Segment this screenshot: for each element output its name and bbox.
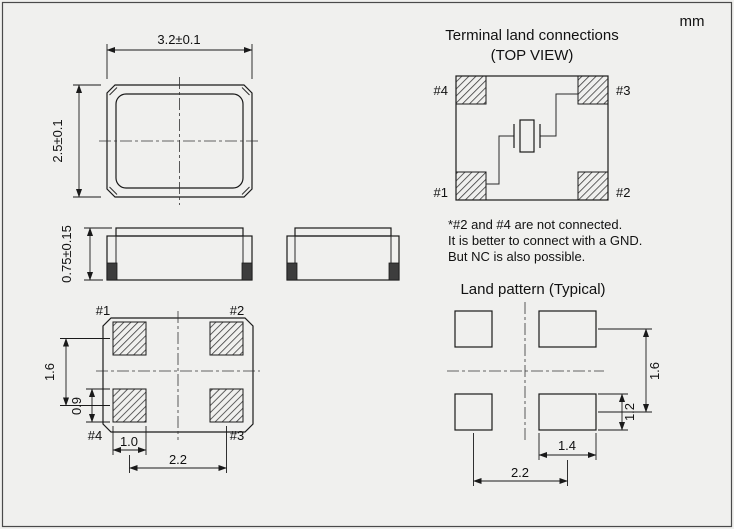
bottom-pad-1 (112, 321, 147, 356)
terminal-pad4-label: #4 (434, 83, 448, 98)
bottom-view-pad2-label: #2 (230, 303, 244, 318)
terminal-connections-subtitle: (TOP VIEW) (491, 47, 574, 64)
terminal-pad (286, 262, 298, 281)
package-side-view-short (286, 227, 400, 281)
terminal-pad3-label: #3 (616, 83, 630, 98)
terminal-pad-4 (455, 75, 487, 105)
side-view-thickness-dimension: 0.75±0.15 (59, 225, 112, 283)
land-pattern-title: Land pattern (Typical) (460, 281, 605, 298)
terminal-pad-3 (577, 75, 609, 105)
side-view-thickness-dim: 0.75±0.15 (59, 225, 74, 283)
bottom-pad-4 (112, 388, 147, 423)
land-pad-bottom-left (454, 393, 493, 431)
land-pattern-row-pitch-dim: 1.6 (647, 362, 662, 380)
package-side-view-long (106, 227, 253, 281)
terminal-note-line1: *#2 and #4 are not connected. (448, 217, 622, 232)
land-pad-bottom-right (538, 393, 597, 431)
bottom-outline (102, 317, 254, 433)
terminal-pad (106, 262, 118, 281)
package-bottom-view: #1 #2 #4 #3 1.6 0.9 1.0 2.2 (42, 303, 260, 473)
terminal-pad-2 (577, 171, 609, 201)
package-top-view: 3.2±0.1 2.5±0.1 (50, 32, 260, 205)
bottom-pad-2 (209, 321, 244, 356)
top-view-width-dim: 3.2±0.1 (157, 32, 200, 47)
terminal-pad2-label: #2 (616, 185, 630, 200)
terminal-note-line2: It is better to connect with a GND. (448, 233, 642, 248)
land-pad-top-right (538, 310, 597, 348)
terminal-pad-1 (455, 171, 487, 201)
bottom-view-pad4-label: #4 (88, 428, 102, 443)
top-view-height-dim: 2.5±0.1 (50, 119, 65, 162)
land-pad-top-left (454, 310, 493, 348)
package-outline (106, 84, 253, 198)
bottom-view-col-pitch-dim: 2.2 (169, 452, 187, 467)
bottom-view-pad1-label: #1 (96, 303, 110, 318)
crystal-symbol (486, 93, 578, 185)
units-label: mm (680, 13, 705, 30)
terminal-land-connections: Terminal land connections (TOP VIEW) #4 … (434, 27, 643, 264)
bottom-pad-3 (209, 388, 244, 423)
land-pattern-pad-width-dim: 1.4 (558, 438, 576, 453)
bottom-view-pad-height-dim: 0.9 (69, 397, 84, 415)
bottom-view-pad3-label: #3 (230, 428, 244, 443)
bottom-view-pad-width-dim: 1.0 (120, 434, 138, 449)
terminal-pad (388, 262, 400, 281)
terminal-note-line3: But NC is also possible. (448, 249, 585, 264)
terminal-pad (241, 262, 253, 281)
land-pattern-col-pitch-dim: 2.2 (511, 465, 529, 480)
land-pattern: Land pattern (Typical) 1.6 1.2 1.4 2.2 (447, 281, 662, 486)
terminal-pad1-label: #1 (434, 185, 448, 200)
terminal-connections-title: Terminal land connections (445, 27, 618, 44)
terminal-outline (455, 75, 609, 201)
land-pattern-pad-height-dim: 1.2 (622, 403, 637, 421)
bottom-view-row-pitch-dim: 1.6 (42, 363, 57, 381)
